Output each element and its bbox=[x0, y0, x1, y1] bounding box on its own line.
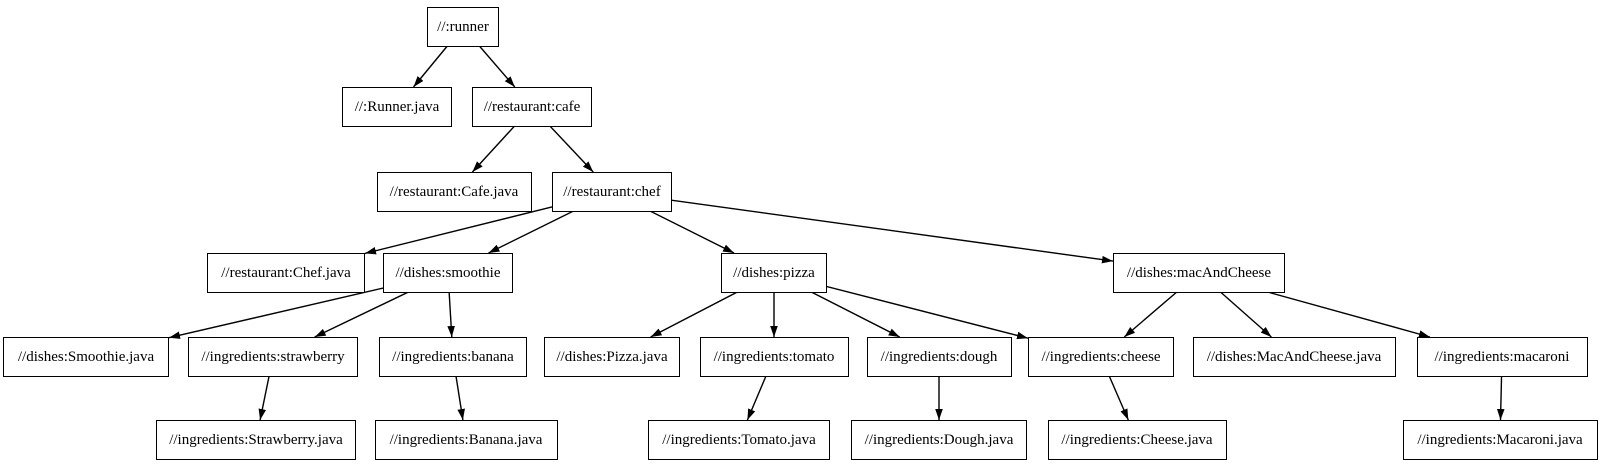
graph-node-runner: //:runner bbox=[427, 7, 499, 47]
graph-node-banana: //ingredients:banana bbox=[379, 337, 527, 377]
graph-node-banana-java: //ingredients:Banana.java bbox=[374, 420, 558, 460]
graph-node-pizza-java: //dishes:Pizza.java bbox=[544, 337, 680, 377]
graph-node-cafe-java: //restaurant:Cafe.java bbox=[376, 172, 532, 212]
graph-edge-chef-to-mac_and_cheese bbox=[611, 191, 1114, 264]
graph-node-restaurant-chef: //restaurant:chef bbox=[552, 172, 672, 212]
graph-node-dishes-smoothie: //dishes:smoothie bbox=[383, 253, 513, 293]
graph-node-dough-java: //ingredients:Dough.java bbox=[851, 420, 1027, 460]
graph-node-runner-java: //:Runner.java bbox=[342, 87, 452, 127]
graph-node-dishes-pizza: //dishes:pizza bbox=[721, 253, 827, 293]
graph-node-strawberry-java: //ingredients:Strawberry.java bbox=[156, 420, 356, 460]
graph-node-smoothie-java: //dishes:Smoothie.java bbox=[3, 337, 169, 377]
graph-node-macandcheese-java: //dishes:MacAndCheese.java bbox=[1192, 337, 1396, 377]
graph-node-restaurant-cafe: //restaurant:cafe bbox=[472, 87, 592, 127]
graph-node-dishes-macandcheese: //dishes:macAndCheese bbox=[1113, 253, 1285, 293]
graph-node-tomato-java: //ingredients:Tomato.java bbox=[648, 420, 830, 460]
graph-node-strawberry: //ingredients:strawberry bbox=[188, 337, 358, 377]
graph-node-macaroni: //ingredients:macaroni bbox=[1416, 337, 1588, 377]
graph-node-cheese: //ingredients:cheese bbox=[1028, 337, 1174, 377]
graph-node-tomato: //ingredients:tomato bbox=[699, 337, 849, 377]
graph-node-chef-java: //restaurant:Chef.java bbox=[207, 253, 365, 293]
graph-node-dough: //ingredients:dough bbox=[866, 337, 1012, 377]
graph-node-cheese-java: //ingredients:Cheese.java bbox=[1047, 420, 1227, 460]
graph-node-macaroni-java: //ingredients:Macaroni.java bbox=[1402, 420, 1598, 460]
